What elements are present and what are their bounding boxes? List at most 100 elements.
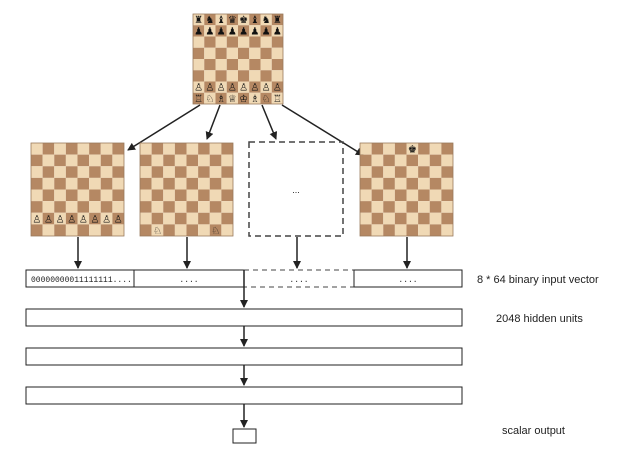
plane-1-square: [198, 166, 210, 178]
white-piece-icon: ♕: [228, 94, 237, 105]
placeholder-ellipsis: ...: [292, 185, 300, 195]
plane-3-square: [360, 224, 372, 237]
start-board-square: [204, 81, 216, 93]
start-board-square: [271, 81, 283, 93]
plane-1-square: [174, 166, 187, 178]
black-piece-icon: ♝: [250, 15, 259, 26]
white-pawn-icon: ♙: [67, 214, 76, 225]
black-pawn-icon: ♟: [239, 26, 248, 37]
plane-3-square: [429, 166, 442, 178]
plane-3-square: [441, 143, 454, 155]
plane-3-square: [371, 177, 384, 190]
plane-1-square: [174, 212, 187, 225]
start-board-square: [215, 92, 227, 104]
white-pawn-icon: ♙: [262, 83, 271, 94]
black-piece-icon: ♜: [194, 15, 203, 26]
plane-3-square: [406, 212, 419, 225]
plane-0-square: [54, 224, 66, 237]
plane-3-square: [383, 212, 395, 225]
plane-3-square: [394, 212, 407, 225]
plane-3-square: [406, 143, 419, 155]
plane-0-square: [65, 143, 78, 155]
start-board-square: [249, 81, 261, 93]
plane-0-square: [42, 189, 55, 202]
white-pawn-icon: ♙: [32, 214, 41, 225]
plane-3-square: [418, 154, 430, 167]
plane-1-square: [140, 212, 152, 225]
plane-0-square: [112, 177, 125, 190]
start-board-border: [192, 13, 284, 105]
start-board-square: [238, 70, 250, 82]
plane-3-square: [360, 166, 372, 178]
plane-3-square: [418, 166, 430, 178]
plane-1-square: [186, 177, 199, 190]
plane-0-square: [89, 166, 101, 178]
input-vector-label: 8 * 64 binary input vector: [477, 274, 599, 286]
start-board-square: [193, 14, 205, 26]
start-board-square: [215, 47, 227, 59]
plane-3-square: [418, 201, 430, 213]
plane-1-square: [163, 166, 175, 178]
plane-0-square: [100, 177, 113, 190]
plane-1-square: [209, 166, 222, 178]
plane-3-square: [429, 201, 442, 213]
arrow-to-placeholder-plane: [261, 104, 278, 140]
start-board-square: [215, 25, 227, 37]
plane-3-square: [406, 166, 419, 178]
plane-0-square: [54, 189, 66, 202]
start-board-square: [238, 81, 250, 93]
start-board-square: [238, 14, 250, 26]
white-pawn-icon: ♙: [239, 83, 248, 94]
scalar-output-label: scalar output: [502, 425, 565, 437]
input-segment-3-text: ....: [398, 276, 417, 285]
plane-1-square: [221, 177, 234, 190]
knight-plane-board: ♘♘: [139, 142, 234, 237]
plane-0-square: [54, 201, 66, 213]
plane-1-square: [151, 143, 164, 155]
plane-1-square: [186, 189, 199, 202]
plane-3-square: [429, 143, 442, 155]
start-board-square: [260, 81, 272, 93]
white-piece-icon: ♔: [239, 94, 248, 105]
plane-0-square: [54, 143, 66, 155]
plane-3-square: [441, 212, 454, 225]
plane-0-square: [100, 143, 113, 155]
plane-3-square: [360, 212, 372, 225]
plane-0-square: [112, 143, 125, 155]
white-piece-icon: ♘: [205, 94, 214, 105]
start-board-square: [215, 36, 227, 48]
start-board-square: [193, 70, 205, 82]
plane-1-square: [209, 189, 222, 202]
plane-0-square: [77, 154, 90, 167]
encode-arrows: [74, 237, 411, 269]
plane-3-square: [394, 201, 407, 213]
plane-1-square: [209, 224, 222, 237]
plane-3-square: [360, 154, 372, 167]
plane-0-square: [31, 154, 43, 167]
start-board-square: [260, 70, 272, 82]
plane-1-square: [151, 189, 164, 202]
plane-3-square: [394, 143, 407, 155]
black-piece-icon: ♜: [273, 15, 282, 26]
start-board-square: [215, 81, 227, 93]
plane-1-square: [186, 224, 199, 237]
plane-1-square: [163, 177, 175, 190]
start-board-square: [204, 47, 216, 59]
plane-1-square: [140, 189, 152, 202]
plane-1-square: [151, 201, 164, 213]
plane-1-square: [198, 201, 210, 213]
start-board-square: [204, 36, 216, 48]
plane-0-square: [100, 189, 113, 202]
plane-0-square: [65, 177, 78, 190]
plane-3-square: [418, 224, 430, 237]
plane-1-square: [163, 189, 175, 202]
start-board-square: [193, 92, 205, 104]
plane-0-square: [89, 201, 101, 213]
plane-0-square: [65, 189, 78, 202]
start-board-square: [271, 70, 283, 82]
plane-3-square: [371, 224, 384, 237]
start-board-square: [204, 14, 216, 26]
plane-0-border: [30, 142, 125, 237]
start-board-square: [204, 70, 216, 82]
hidden-layer-3: [25, 386, 463, 405]
